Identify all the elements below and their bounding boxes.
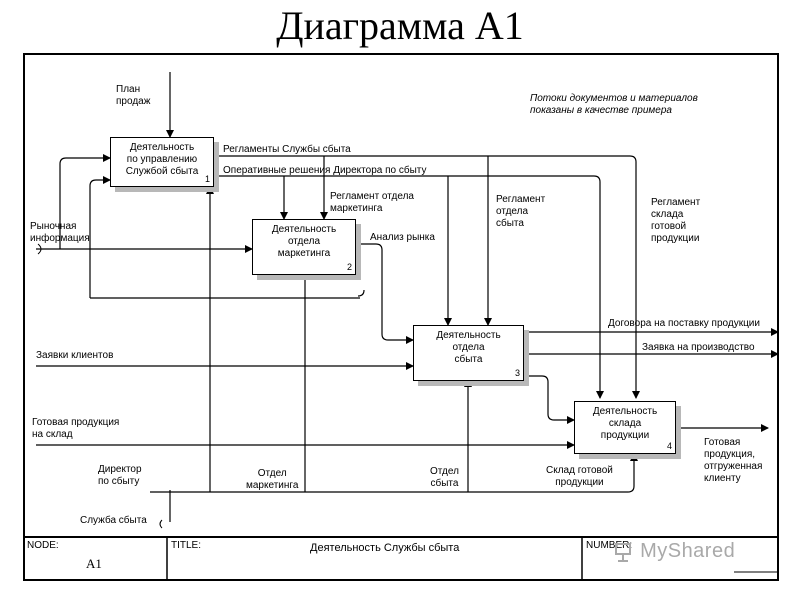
label-reglament-sklada-line-4: продукции xyxy=(651,233,700,244)
label-dogovora: Договора на поставку продукции xyxy=(608,318,760,329)
label-otdel-marketinga-line-1: Отдел xyxy=(257,468,287,479)
label-analiz: Анализ рынка xyxy=(370,232,435,243)
label-plan: План продаж xyxy=(116,84,150,108)
label-direktor-line-1: Директор xyxy=(98,464,142,475)
footer-title-label: TITLE: xyxy=(171,540,202,551)
label-reglament-sbyta-line-2: отдела xyxy=(496,206,529,217)
label-direktor: Директор по сбыту xyxy=(98,464,142,488)
activity-2-line-3: маркетинга xyxy=(277,248,331,259)
label-rynochnaya: Рыночная информация xyxy=(30,221,90,245)
activity-box-3[interactable]: Деятельность отдела сбыта 3 xyxy=(413,325,524,381)
activity-2-number: 2 xyxy=(346,262,352,272)
label-gotovaya-out-line-2: продукция, xyxy=(704,449,756,460)
activity-4-number: 4 xyxy=(666,441,672,451)
label-reglament-sklada-line-2: склада xyxy=(651,209,684,220)
footer-node-value: A1 xyxy=(86,556,102,571)
activity-4-line-1: Деятельность xyxy=(592,406,658,417)
label-otdel-sbyta: Отдел сбыта xyxy=(430,466,459,490)
activity-3-line-3: сбыта xyxy=(454,354,483,365)
label-otdel-marketinga: Отдел маркетинга xyxy=(246,468,298,492)
label-gotovaya-out-line-4: клиенту xyxy=(704,473,741,484)
label-reglament-sbyta: Регламент отдела сбыта xyxy=(496,194,545,230)
label-gotovaya-in-line-1: Готовая продукция xyxy=(32,417,120,428)
activity-box-2[interactable]: Деятельность отдела маркетинга 2 xyxy=(252,219,356,275)
label-otdel-sbyta-line-1: Отдел xyxy=(430,466,459,477)
footer-node-label: NODE: xyxy=(27,540,59,551)
activity-1-number: 1 xyxy=(204,174,210,184)
activity-4-line-3: продукции xyxy=(600,430,650,441)
watermark-text: MyShared xyxy=(640,540,736,562)
label-sluzhba: Служба сбыта xyxy=(80,515,147,526)
activity-2-line-2: отдела xyxy=(287,236,321,247)
label-zayavki: Заявки клиентов xyxy=(36,350,114,361)
activity-4-line-2: склада xyxy=(608,418,642,429)
label-reglament-sklada: Регламент склада готовой продукции xyxy=(651,197,700,245)
label-reglament-sbyta-line-1: Регламент xyxy=(496,194,546,205)
page-title: Диаграмма А1 xyxy=(276,3,524,48)
arrow-reglamenty xyxy=(214,155,640,399)
activity-1-line-3: Службой сбыта xyxy=(125,166,199,177)
label-rynochnaya-line-1: Рыночная xyxy=(30,221,77,232)
activity-3-line-1: Деятельность xyxy=(436,330,501,341)
label-sklad-line-1: Склад готовой xyxy=(546,465,613,476)
activity-box-1[interactable]: Деятельность по управлению Службой сбыта… xyxy=(110,137,214,187)
label-reglament-sklada-line-3: готовой xyxy=(651,221,687,232)
label-gotovaya-in-line-2: на склад xyxy=(32,429,73,440)
label-rynochnaya-line-2: информация xyxy=(30,233,90,244)
label-reglament-sklada-line-1: Регламент xyxy=(651,197,701,208)
label-zayavka-proizv: Заявка на производство xyxy=(642,342,755,353)
activity-2-line-1: Деятельность xyxy=(271,224,337,235)
label-operativnye: Оперативные решения Директора по сбыту xyxy=(223,165,427,176)
label-gotovaya-out-line-1: Готовая xyxy=(704,437,741,448)
label-direktor-line-2: по сбыту xyxy=(98,476,140,487)
label-gotovaya-out: Готовая продукция, отгруженная клиенту xyxy=(704,437,762,485)
activity-1-line-2: по управлению xyxy=(126,154,198,165)
label-sklad-line-2: продукции xyxy=(555,477,604,488)
label-sklad: Склад готовой продукции xyxy=(546,465,613,489)
watermark: MyShared xyxy=(612,540,735,563)
arrow-analiz xyxy=(356,243,414,344)
label-plan-line-2: продаж xyxy=(116,96,151,107)
footer-title-value: Деятельность Службы сбыта xyxy=(310,542,460,554)
arrow-operativnye xyxy=(214,175,604,399)
label-reglament-sbyta-line-3: сбыта xyxy=(496,218,524,229)
label-reglament-marketing: Регламент отдела маркетинга xyxy=(330,191,414,215)
activity-3-line-2: отдела xyxy=(452,342,485,353)
note-line-1: Потоки документов и материалов xyxy=(530,93,698,104)
diagram-frame xyxy=(23,53,779,581)
footer-number-label: NUMBER: xyxy=(586,540,633,551)
activity-3-number: 3 xyxy=(514,368,520,378)
label-plan-line-1: План xyxy=(116,84,141,95)
label-reglament-marketing-line-1: Регламент отдела xyxy=(330,191,414,202)
activity-box-4[interactable]: Деятельность склада продукции 4 xyxy=(574,401,676,454)
label-otdel-sbyta-line-2: сбыта xyxy=(430,478,459,489)
note-line-2: показаны в качестве примера xyxy=(530,105,672,116)
note-text: Потоки документов и материалов показаны … xyxy=(530,93,698,117)
watermark-icon xyxy=(612,541,634,563)
label-otdel-marketinga-line-2: маркетинга xyxy=(246,480,299,491)
label-reglamenty-sluzhby: Регламенты Службы сбыта xyxy=(223,144,351,155)
label-gotovaya-out-line-3: отгруженная xyxy=(704,461,763,472)
activity-1-line-1: Деятельность xyxy=(129,142,195,153)
label-gotovaya-in: Готовая продукция на склад xyxy=(32,417,119,441)
label-reglament-marketing-line-2: маркетинга xyxy=(330,203,383,214)
